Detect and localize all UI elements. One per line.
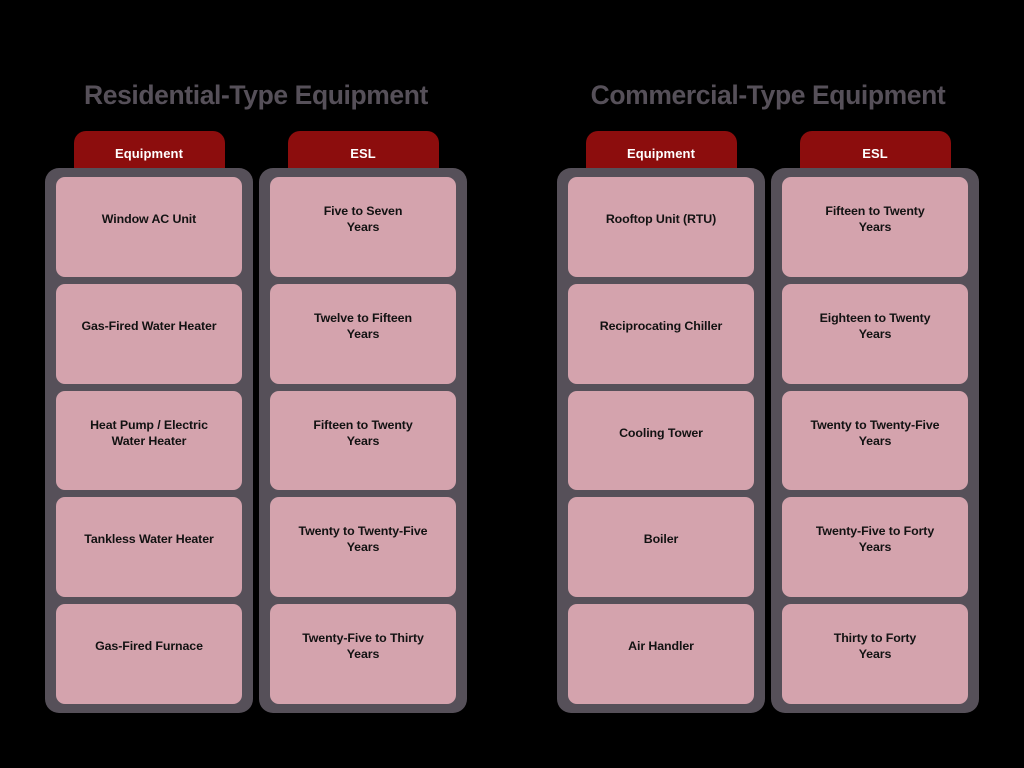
table-row: Boiler [568,497,754,598]
page-title-residential: Residential-Type Equipment [84,80,428,110]
cell-text: Window AC Unit [101,212,197,226]
table-row: Reciprocating Chiller [568,283,754,384]
cell-text: Cooling Tower [619,425,703,440]
cell-text: Rooftop Unit (RTU) [605,212,717,226]
table-row: Tankless Water Heater [56,497,242,598]
section-residential: Residential-Type Equipment Equipment Win… [45,80,467,713]
table-row: Cooling Tower [568,390,754,491]
table-row: Rooftop Unit (RTU) [568,177,754,277]
table-row: Air Handler [568,604,754,704]
table-residential: Equipment Window AC Unit Gas-Fired Water… [45,131,467,713]
page-title-commercial: Commercial-Type Equipment [590,80,946,110]
cell-text: Gas-Fired Water Heater [81,318,217,333]
cell-text: Tankless Water Heater [84,532,214,547]
cell-text: Boiler [643,532,679,547]
cell-text: Air Handler [628,639,694,654]
column-commercial-equipment: Equipment Rooftop Unit (RTU) Reciprocati… [557,131,765,713]
table-commercial: Equipment Rooftop Unit (RTU) Reciprocati… [557,131,979,713]
cell-text: Reciprocating Chiller [599,318,723,333]
column-body-commercial-equipment: Rooftop Unit (RTU) Reciprocating Chiller… [557,168,765,713]
column-body-residential-equipment: Window AC Unit Gas-Fired Water Heater He… [45,168,253,713]
table-row: Window AC Unit [56,177,242,277]
table-row: Gas-Fired Furnace [56,604,242,704]
table-row: Gas-Fired Water Heater [56,283,242,384]
section-commercial: Commercial-Type Equipment Equipment Roof… [512,0,1024,768]
column-residential-equipment: Equipment Window AC Unit Gas-Fired Water… [45,131,253,713]
cell-text: Gas-Fired Furnace [95,639,203,654]
